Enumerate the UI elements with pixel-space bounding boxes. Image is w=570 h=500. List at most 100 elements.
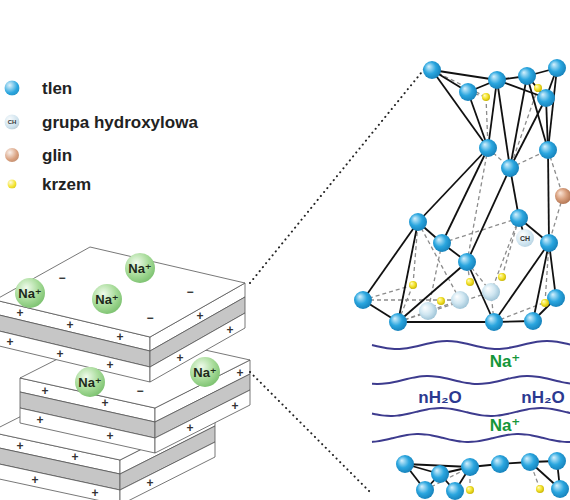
silicon-atom <box>498 273 506 281</box>
oxygen-atom <box>488 71 506 89</box>
bond <box>548 68 557 150</box>
oxygen-atom <box>485 313 503 331</box>
interlayer-wave <box>372 434 570 442</box>
bond <box>442 148 488 243</box>
sodium-ion: Na⁺ <box>190 357 220 387</box>
sodium-ion: Na⁺ <box>75 367 105 397</box>
oxygen-atom <box>510 209 528 227</box>
ion-label: Na⁺ <box>193 366 216 379</box>
charge-sign: + <box>36 414 43 426</box>
oxygen-atom <box>547 289 565 307</box>
charge-sign: + <box>91 487 98 499</box>
charge-sign: − <box>136 385 143 397</box>
ion-label: Na⁺ <box>128 262 151 275</box>
legend-text: tlen <box>42 80 72 97</box>
hydroxyl-atom <box>451 291 469 309</box>
bond <box>548 150 549 243</box>
bonds <box>363 68 560 491</box>
charge-sign: + <box>226 324 233 336</box>
oxygen-atom <box>548 59 566 77</box>
bond <box>510 76 527 168</box>
silicon-atom <box>534 84 542 92</box>
layer-face <box>20 408 155 453</box>
silicon-atom <box>466 278 474 286</box>
oxygen-atom <box>416 481 434 499</box>
aluminium-atom <box>555 188 570 204</box>
oxygen-atom <box>551 480 569 498</box>
bond <box>527 76 548 150</box>
hydroxyl-atom: CH <box>516 229 534 247</box>
silicon-atom <box>541 299 549 307</box>
hydroxyl-atom <box>419 302 437 320</box>
oxygen-atom <box>501 159 519 177</box>
legend-entry: grupa hydroxylowa <box>0 122 300 142</box>
oxygen-atom <box>389 313 407 331</box>
sodium-ion: Na⁺ <box>15 278 45 308</box>
hidden-bond <box>398 292 491 322</box>
charge-sign: − <box>146 312 153 324</box>
oxygen-atom <box>548 452 566 470</box>
charge-sign: + <box>176 352 183 364</box>
charge-sign: + <box>146 477 153 489</box>
oxygen-atom <box>521 453 539 471</box>
zoom-line <box>250 62 430 283</box>
ion-label: Na⁺ <box>490 417 521 434</box>
bond <box>432 70 497 80</box>
layer-face <box>0 462 120 500</box>
charge-sign: + <box>101 397 108 409</box>
oxygen-atom <box>518 67 536 85</box>
legend-swatch <box>5 81 20 96</box>
charge-sign: + <box>56 348 63 360</box>
charge-sign: − <box>58 272 65 284</box>
legend-text: krzem <box>42 176 91 193</box>
bond <box>497 80 510 168</box>
charge-sign: + <box>196 310 203 322</box>
bond <box>418 148 488 222</box>
oxygen-atom <box>409 213 427 231</box>
atoms <box>354 59 570 500</box>
oxygen-atom <box>396 455 414 473</box>
hidden-bond <box>502 218 519 277</box>
bond <box>494 243 549 322</box>
charge-sign: + <box>31 474 38 486</box>
charge-sign: − <box>186 286 193 298</box>
zoom-line <box>250 372 372 494</box>
oxygen-atom <box>458 253 476 271</box>
bond <box>510 98 546 168</box>
oxygen-atom <box>423 61 441 79</box>
legend-entry: krzem <box>0 184 300 204</box>
charge-sign: + <box>116 331 123 343</box>
hidden-bond <box>363 299 460 300</box>
bond <box>488 80 497 148</box>
legend-text: glin <box>42 147 72 164</box>
charge-sign: + <box>106 430 113 442</box>
sodium-ion: Na⁺ <box>92 284 122 314</box>
charge-sign: + <box>66 319 73 331</box>
charge-sign: + <box>236 367 243 379</box>
oxygen-atom <box>431 465 449 483</box>
oxygen-atom <box>354 291 372 309</box>
silicon-atom <box>437 297 445 305</box>
charge-sign: + <box>41 385 48 397</box>
interlayer-wave <box>372 341 570 349</box>
bond <box>467 168 510 262</box>
legend-entry: tlen <box>0 88 300 108</box>
charge-sign: + <box>16 307 23 319</box>
charge-sign: + <box>6 336 13 348</box>
oxygen-atom <box>433 234 451 252</box>
hidden-bond <box>467 148 488 262</box>
interlayer-wave <box>372 376 570 384</box>
legend-swatch <box>8 180 17 189</box>
bond <box>432 70 488 148</box>
legend-text: grupa hydroxylowa <box>42 114 198 131</box>
ion-label: Na⁺ <box>490 353 521 370</box>
ion-label: Na⁺ <box>95 293 118 306</box>
symbol-label: CH <box>8 119 17 125</box>
ion-label: Na⁺ <box>18 287 41 300</box>
oxygen-atom <box>540 234 558 252</box>
oxygen-atom <box>491 455 509 473</box>
oxygen-atom <box>479 139 497 157</box>
ion-label: Na⁺ <box>78 376 101 389</box>
